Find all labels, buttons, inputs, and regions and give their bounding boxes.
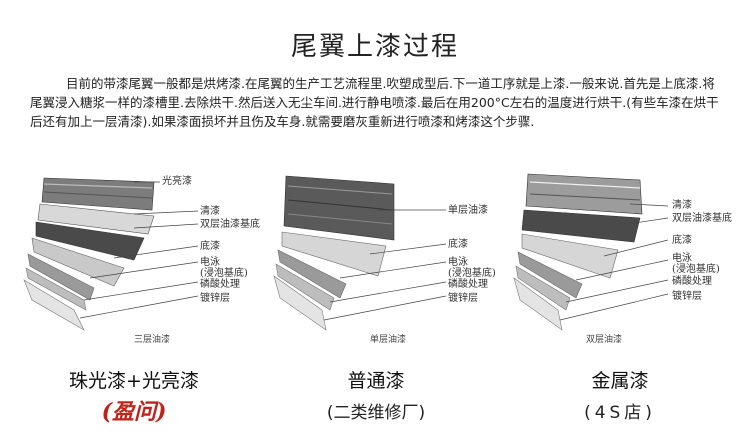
label-primer: 底漆 [200, 241, 220, 252]
layer-stack-illustration [513, 173, 669, 331]
diagram-caption: 三层油漆 [134, 335, 171, 345]
layer-zinc [273, 275, 327, 331]
layer-clear [37, 203, 155, 235]
label-electrocoat-note: (浸泡基底) [448, 268, 496, 279]
finish-name-regular: 普通漆 [347, 370, 405, 392]
label-electrocoat: 电泳 [448, 257, 468, 268]
layer-single-coat [283, 175, 395, 241]
finish-note-metallic: (4S店) [584, 403, 656, 423]
layer-gloss [41, 177, 155, 211]
label-zinc: 镀锌层 [672, 291, 702, 302]
label-phosphate: 磷酸处理 [200, 279, 240, 290]
label-zinc: 镀锌层 [448, 293, 478, 304]
intro-paragraph: 目前的带漆尾翼一般都是烘烤漆.在尾翼的生产工艺流程里.吹塑成型后.下一道工序就是… [30, 76, 719, 129]
label-clearcoat: 清漆 [672, 200, 692, 211]
layer-zinc [513, 277, 563, 331]
label-electrocoat: 电泳 [200, 257, 220, 268]
page-title: 尾翼上漆过程 [290, 32, 459, 62]
diagram-three-layer: 光亮漆 清漆 双层油漆基底 底漆 电泳 (浸泡基底) 磷酸处理 镀锌层 三层油漆 [14, 160, 260, 350]
layer-base [35, 221, 145, 261]
layer-electrocoat [277, 249, 347, 299]
finish-note-regular: (二类维修厂) [326, 403, 426, 423]
label-single-coat: 单层油漆 [448, 205, 488, 216]
diagram-double-layer: 清漆 双层油漆基底 底漆 电泳 (浸泡基底) 磷酸处理 镀锌层 双层油漆 [500, 160, 740, 350]
layer-clear [525, 173, 643, 215]
layer-phosphate [275, 263, 335, 311]
label-primer: 底漆 [448, 239, 468, 250]
layer-base [521, 209, 641, 243]
label-base: 双层油漆基底 [672, 213, 732, 224]
layer-zinc [23, 279, 85, 331]
label-clearcoat: 清漆 [200, 206, 220, 217]
label-phosphate: 磷酸处理 [672, 276, 712, 287]
label-base: 双层油漆基底 [200, 219, 260, 230]
finish-name-pearl: 珠光漆+光亮漆 [69, 370, 199, 392]
diagram-caption: 单层油漆 [370, 335, 407, 345]
diagram-single-layer: 单层油漆 底漆 电泳 (浸泡基底) 磷酸处理 镀锌层 单层油漆 [260, 160, 500, 350]
label-primer: 底漆 [672, 235, 692, 246]
layer-electrocoat [517, 251, 583, 299]
layer-stack-illustration [273, 175, 447, 331]
label-gloss: 光亮漆 [162, 176, 192, 187]
layer-primer [281, 231, 387, 277]
label-electrocoat-note: (浸泡基底) [672, 264, 720, 275]
layer-primer [521, 233, 619, 279]
layer-primer [31, 237, 125, 287]
layer-phosphate [25, 267, 87, 311]
label-zinc: 镀锌层 [200, 293, 230, 304]
label-electrocoat: 电泳 [672, 253, 692, 264]
diagram-caption: 双层油漆 [586, 335, 623, 345]
layer-stack-illustration [23, 177, 199, 331]
label-electrocoat-note: (浸泡基底) [200, 268, 248, 279]
finish-note-pearl: (盈问) [101, 399, 167, 425]
layer-electrocoat [27, 253, 95, 301]
label-phosphate: 磷酸处理 [448, 279, 488, 290]
layer-phosphate [515, 265, 571, 311]
finish-name-metallic: 金属漆 [591, 370, 649, 392]
